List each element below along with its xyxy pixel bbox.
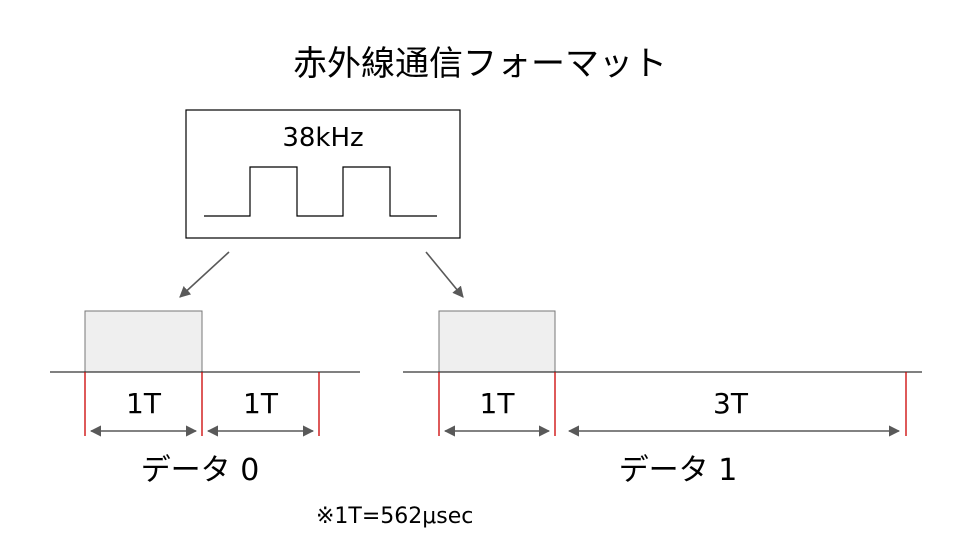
zoom-arrow-left xyxy=(179,251,230,298)
page-title: 赤外線通信フォーマット xyxy=(293,44,667,84)
data0-segment-label-2: 1T xyxy=(243,387,278,420)
zoom-arrow-right xyxy=(425,251,464,298)
data0-pulse xyxy=(84,310,203,373)
data0-segment-label-1: 1T xyxy=(126,387,161,420)
timing-footnote: ※1T=562μsec xyxy=(316,504,474,529)
data1-segment-label-2: 3T xyxy=(713,387,748,420)
data1-pulse xyxy=(438,310,556,373)
data0-label: データ 0 xyxy=(140,453,260,488)
data1-segment-label-1: 1T xyxy=(479,387,515,420)
carrier-box xyxy=(185,109,461,239)
carrier-waveform xyxy=(204,166,437,217)
data1-label: データ 1 xyxy=(618,453,738,488)
carrier-frequency-label: 38kHz xyxy=(282,123,364,153)
